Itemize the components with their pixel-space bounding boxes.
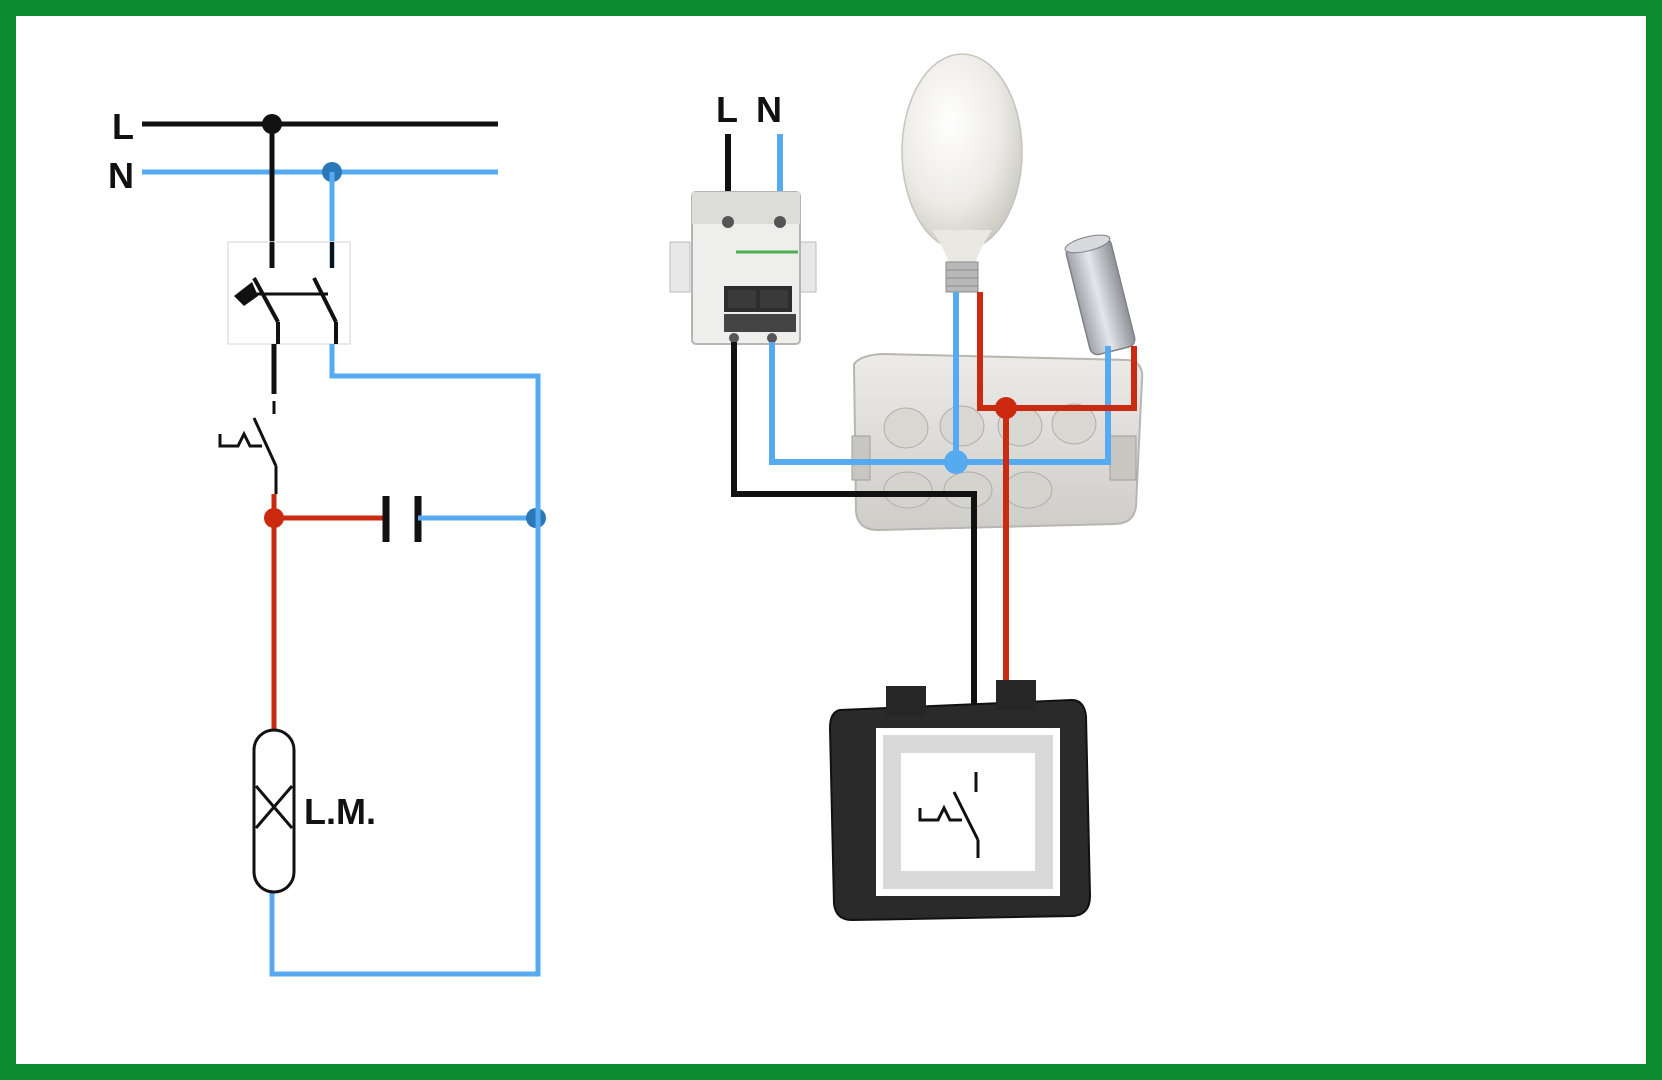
wiring-breaker (669, 191, 817, 345)
schematic-breaker-symbol (227, 241, 351, 345)
wiring-line-label: L (716, 89, 738, 130)
wiring-line-to-switch (731, 342, 977, 772)
wiring-neutral-to-box (769, 342, 1111, 465)
wiring-switched-to-lamp (977, 292, 1137, 411)
wiring-neutral-label: N (756, 89, 782, 130)
wiring-lamp-bulb (901, 53, 1023, 293)
schematic-capacitor-symbol (382, 496, 422, 542)
schematic-neutral-label: N (108, 155, 134, 196)
schematic-neutral-return (269, 344, 541, 977)
wiring-junction-box (851, 352, 1144, 532)
schematic-red-junction (264, 508, 284, 528)
schematic-switch-symbol (218, 417, 278, 494)
wiring-switched-junction (995, 397, 1017, 419)
schematic-lamp-label: L.M. (304, 791, 376, 832)
diagram-frame: L N (16, 16, 1646, 1064)
wiring-neutral-junction (944, 450, 968, 474)
schematic-line-label: L (112, 106, 134, 147)
schematic-lamp-symbol (252, 728, 296, 894)
wiring-wall-switch (828, 680, 1092, 922)
wiring-illustration: L N (669, 53, 1144, 922)
wiring-diagram: L N (108, 53, 1144, 977)
wiring-capacitor (1064, 234, 1136, 356)
schematic: L N (108, 106, 546, 977)
